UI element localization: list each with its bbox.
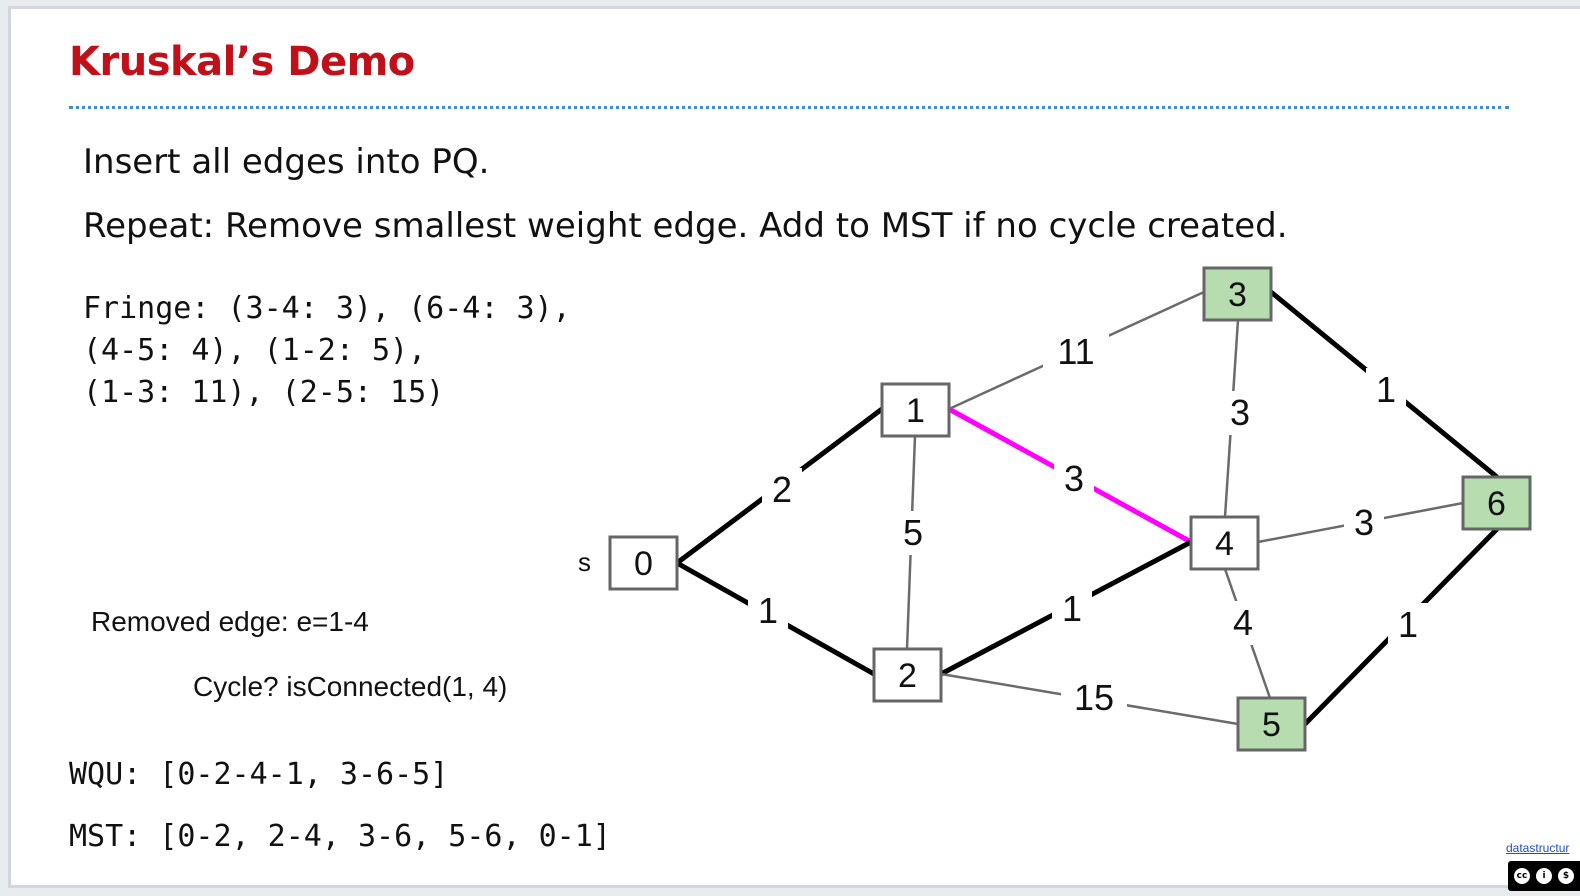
- node-label-1: 1: [906, 392, 925, 430]
- edge-weight-0-2: 1: [758, 590, 778, 631]
- edge-weight-bg-0-2: [748, 589, 788, 633]
- cc-license-icon: cc i $: [1508, 861, 1580, 891]
- edge-weight-bg-2-5: [1061, 676, 1127, 720]
- edge-weight-1-3: 11: [1057, 331, 1094, 372]
- fringe-line-1: Fringe: (3-4: 3), (6-4: 3),: [83, 291, 571, 326]
- edge-weight-0-1: 2: [772, 469, 792, 510]
- node-box-4: [1189, 515, 1260, 571]
- edge-weight-3-6: 1: [1376, 369, 1396, 410]
- edge-weight-bg-5-6: [1388, 603, 1428, 647]
- wqu-state: WQU: [0-2-4-1, 3-6-5]: [69, 757, 449, 792]
- slide: Kruskal’s Demo Insert all edges into PQ.…: [8, 6, 1580, 891]
- node-box-0: [608, 535, 679, 591]
- node-label-3: 3: [1228, 276, 1247, 314]
- edge-weight-1-2: 5: [903, 512, 923, 553]
- node-4: 4: [1189, 515, 1260, 571]
- cycle-check-text: Cycle? isConnected(1, 4): [193, 671, 508, 702]
- node-6: 6: [1461, 475, 1532, 531]
- edge-weight-bg-1-2: [893, 511, 933, 555]
- bullet-insert-edges: Insert all edges into PQ.: [83, 142, 490, 182]
- edge-weight-2-4: 1: [1062, 588, 1082, 629]
- edge-weight-bg-2-4: [1052, 587, 1092, 631]
- node-3: 3: [1202, 266, 1273, 322]
- source-label: s: [578, 547, 591, 577]
- bullet-repeat-step: Repeat: Remove smallest weight edge. Add…: [83, 206, 1288, 246]
- edge-weight-bg-4-6: [1344, 501, 1384, 545]
- node-0: 0: [608, 535, 679, 591]
- node-label-5: 5: [1262, 706, 1281, 744]
- fringe-line-3: (1-3: 11), (2-5: 15): [83, 375, 445, 410]
- removed-edge-text: Removed edge: e=1-4: [91, 606, 369, 637]
- node-box-2: [872, 647, 943, 703]
- node-box-1: [880, 382, 951, 438]
- mst-state: MST: [0-2, 2-4, 3-6, 5-6, 0-1]: [69, 819, 611, 854]
- edge-weight-bg-3-6: [1366, 368, 1406, 412]
- edge-weight-3-4: 3: [1230, 392, 1250, 433]
- edge-weight-bg-0-1: [762, 468, 802, 512]
- node-box-5: [1236, 696, 1307, 752]
- node-1: 1: [880, 382, 951, 438]
- credit-link[interactable]: datastructur: [1506, 841, 1570, 855]
- edge-weight-bg-1-3: [1043, 330, 1109, 374]
- node-2: 2: [872, 647, 943, 703]
- node-label-4: 4: [1215, 525, 1234, 563]
- edge-weight-bg-1-4: [1054, 457, 1094, 501]
- edge-weight-5-6: 1: [1398, 604, 1418, 645]
- edge-weight-4-5: 4: [1233, 602, 1253, 643]
- edge-weight-bg-4-5: [1223, 601, 1263, 645]
- edge-weight-2-5: 15: [1074, 677, 1114, 718]
- slide-title: Kruskal’s Demo: [69, 39, 415, 85]
- node-box-3: [1202, 266, 1273, 322]
- title-divider: [69, 106, 1509, 109]
- node-label-0: 0: [634, 545, 653, 583]
- node-label-6: 6: [1487, 485, 1506, 523]
- node-layer: 0 1 2 3 4 5 6: [608, 266, 1532, 752]
- fringe-line-2: (4-5: 4), (1-2: 5),: [83, 333, 427, 368]
- node-label-2: 2: [898, 657, 917, 695]
- edge-weight-bg-3-4: [1220, 391, 1260, 435]
- edge-weight-4-6: 3: [1354, 502, 1374, 543]
- node-5: 5: [1236, 696, 1307, 752]
- edge-weight-1-4: 3: [1064, 458, 1084, 499]
- node-box-6: [1461, 475, 1532, 531]
